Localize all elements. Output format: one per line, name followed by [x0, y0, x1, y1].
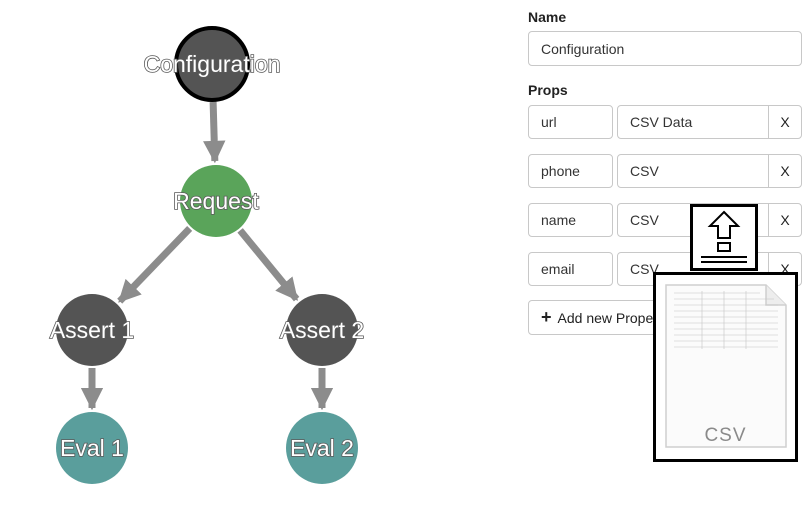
- graph-node-assert1[interactable]: Assert 1: [49, 294, 135, 366]
- node-label: Eval 2: [290, 435, 354, 461]
- graph-node-eval1[interactable]: Eval 1: [56, 412, 128, 484]
- props-label: Props: [528, 82, 568, 98]
- csv-file-drop[interactable]: CSV: [653, 272, 798, 462]
- prop-key-input[interactable]: email: [528, 252, 613, 286]
- prop-value-input[interactable]: CSV: [617, 154, 769, 188]
- node-circle[interactable]: [286, 294, 358, 366]
- graph-node-eval2[interactable]: Eval 2: [286, 412, 358, 484]
- edges-layer: [80, 101, 334, 411]
- prop-key-input[interactable]: url: [528, 105, 613, 139]
- prop-row-phone: phone CSV X: [528, 154, 802, 188]
- prop-key-input[interactable]: phone: [528, 154, 613, 188]
- node-label: Assert 1: [50, 317, 134, 343]
- node-circle[interactable]: [174, 26, 250, 102]
- prop-key-input[interactable]: name: [528, 203, 613, 237]
- upload-arrow-icon[interactable]: [690, 204, 758, 271]
- add-prop-label: Add new Prope: [557, 309, 654, 326]
- node-label: Assert 2: [280, 317, 364, 343]
- remove-prop-button[interactable]: X: [768, 105, 802, 139]
- csv-file-icon: [665, 284, 787, 448]
- csv-file-label: CSV: [704, 425, 747, 446]
- remove-prop-button[interactable]: X: [768, 203, 802, 237]
- node-label: Request: [173, 188, 259, 214]
- name-input[interactable]: Configuration: [528, 31, 802, 66]
- remove-prop-button[interactable]: X: [768, 154, 802, 188]
- graph-node-configuration[interactable]: Configuration: [143, 26, 281, 102]
- node-circle[interactable]: [180, 165, 252, 237]
- edge-configuration-request: [203, 101, 226, 164]
- prop-value-input[interactable]: CSV Data: [617, 105, 769, 139]
- node-label: Configuration: [144, 51, 281, 77]
- edge-request-assert1: [117, 225, 193, 304]
- prop-row-url: url CSV Data X: [528, 105, 802, 139]
- plus-icon: +: [541, 307, 552, 327]
- prop-row-name: name CSV X: [528, 203, 802, 237]
- node-circle[interactable]: [56, 294, 128, 366]
- node-circle[interactable]: [286, 412, 358, 484]
- name-label: Name: [528, 9, 567, 25]
- edge-request-assert2: [237, 228, 300, 302]
- node-label: Eval 1: [60, 435, 124, 461]
- graph-node-request[interactable]: Request: [172, 165, 260, 237]
- graph-node-assert2[interactable]: Assert 2: [279, 294, 365, 366]
- node-circle[interactable]: [56, 412, 128, 484]
